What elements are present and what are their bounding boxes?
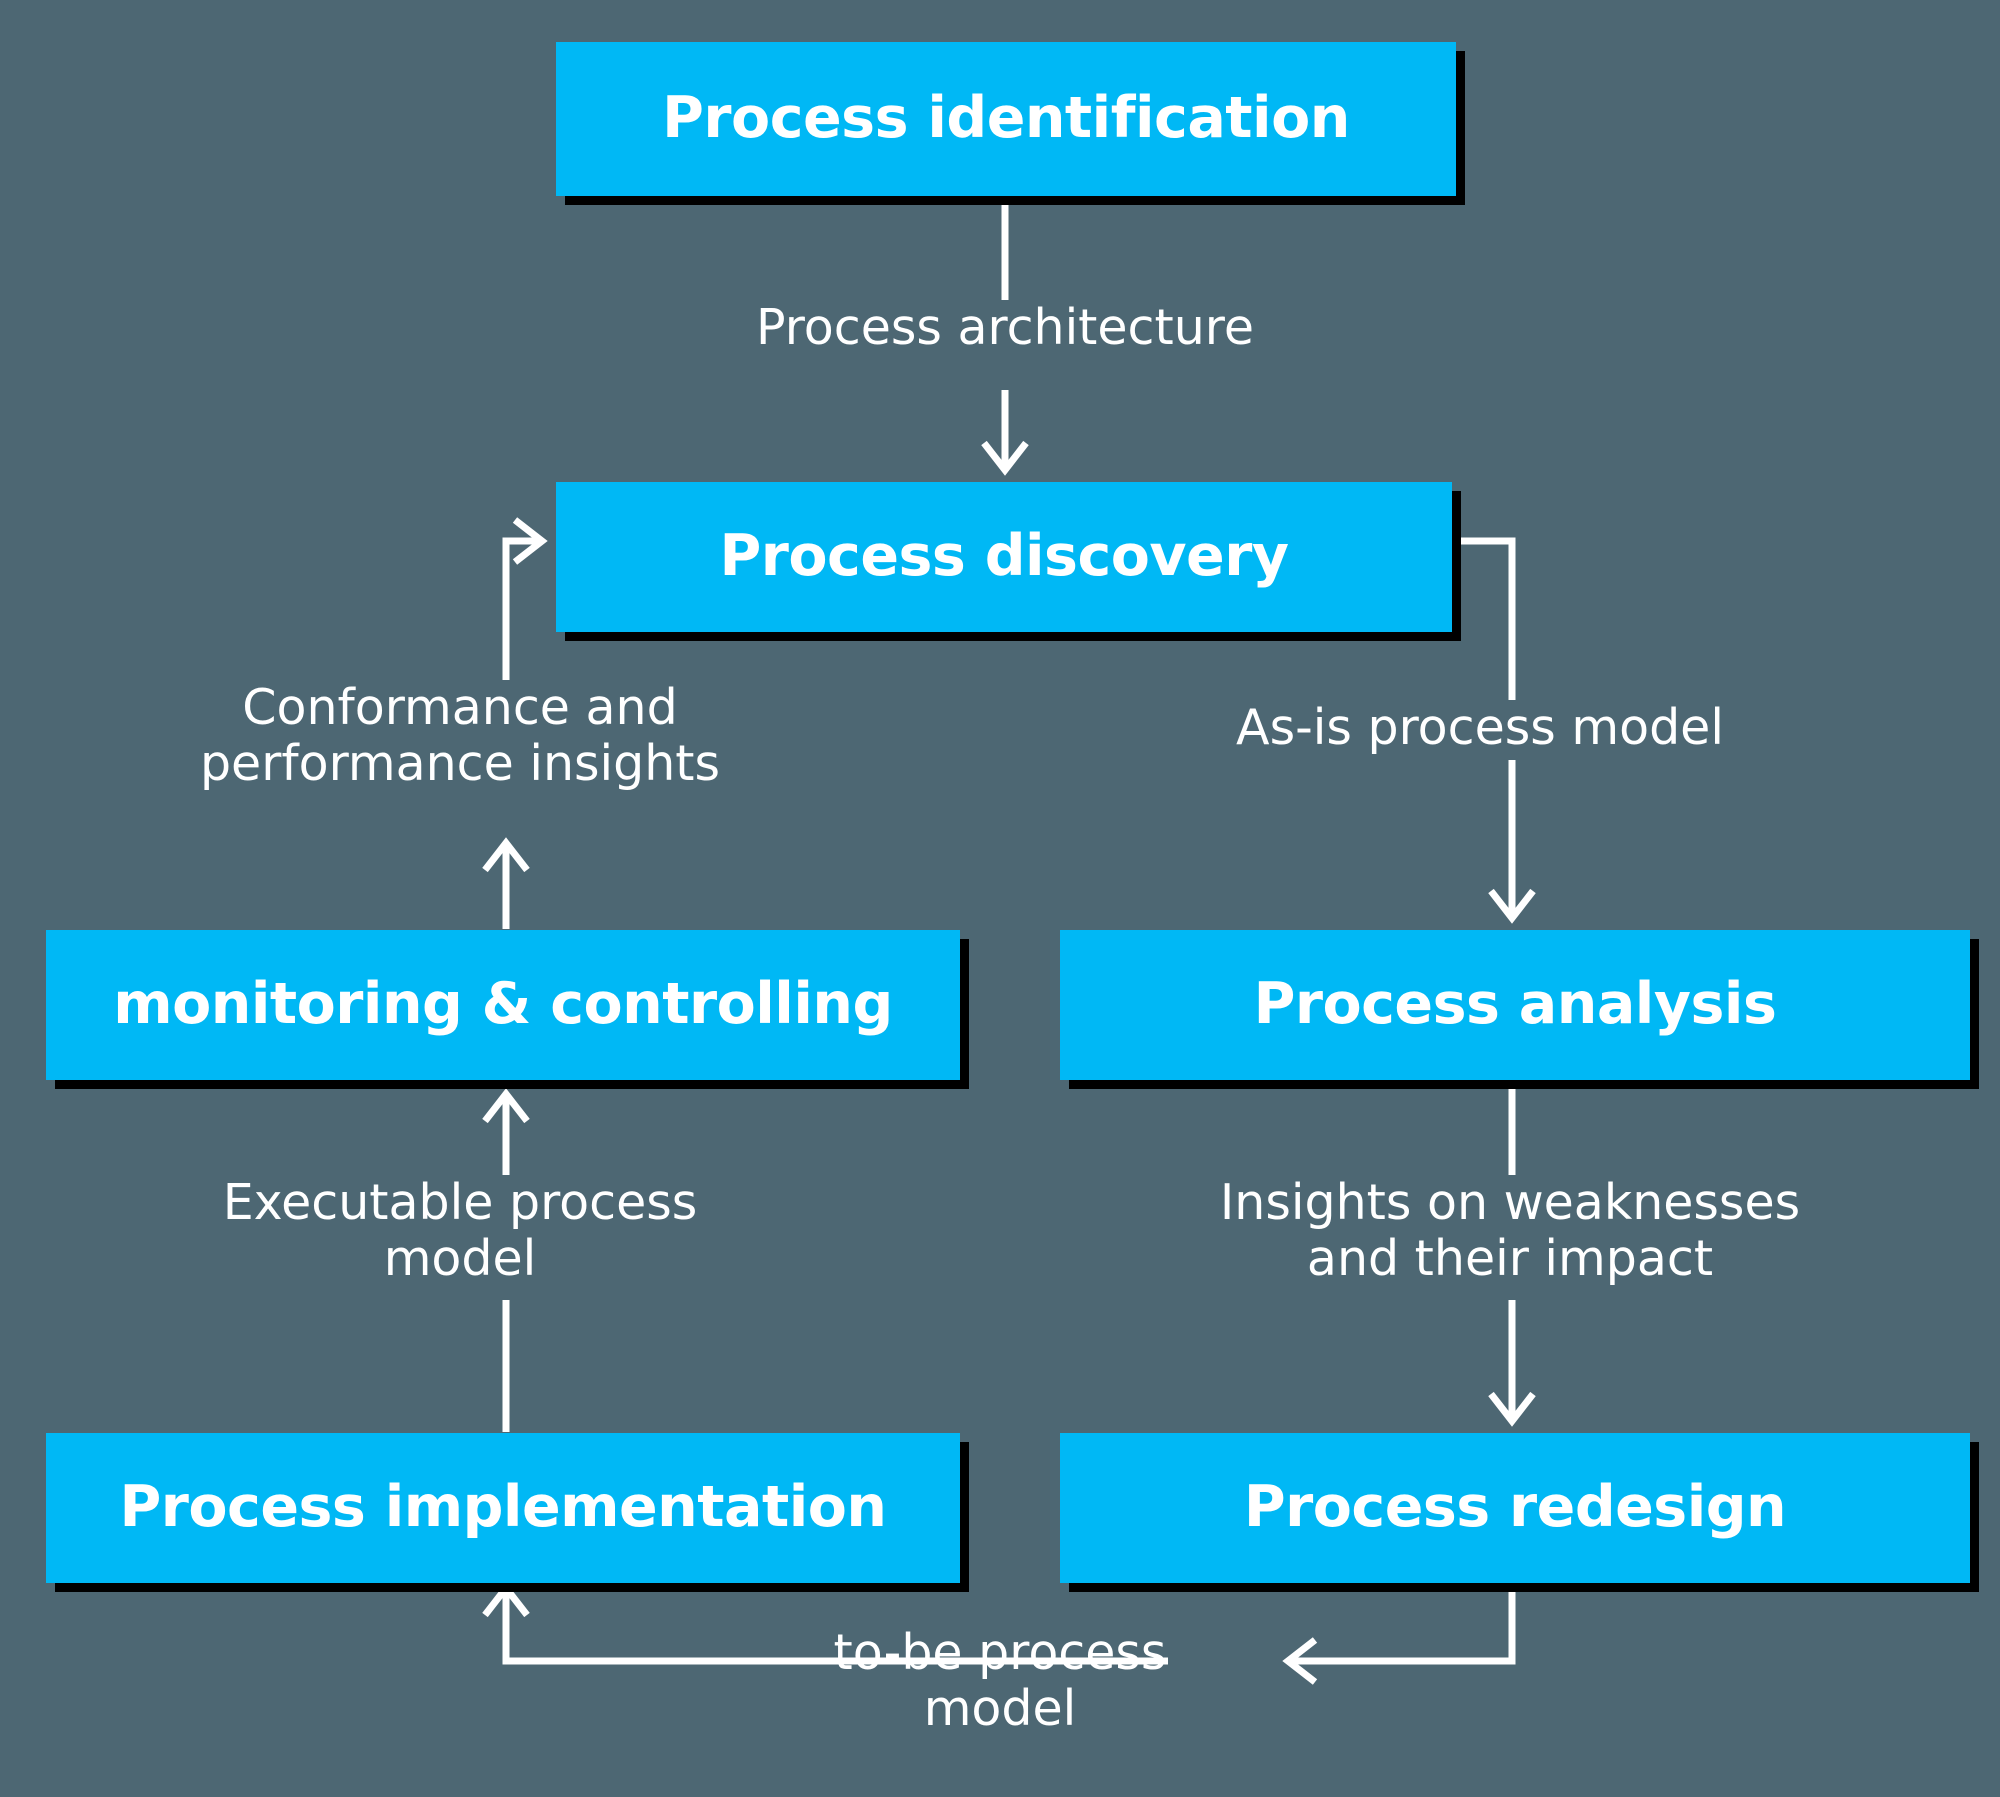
node-process-analysis[interactable]: Process analysis: [1060, 930, 1970, 1080]
edge-label-executable-process-model: Executable process model: [222, 1174, 698, 1287]
edge-label-as-is-process-model: As-is process model: [1236, 699, 1724, 756]
edge-label-to-be-process-model: to-be process model: [833, 1624, 1167, 1737]
node-monitoring-and-controlling[interactable]: monitoring & controlling: [46, 930, 960, 1080]
node-label-process-implementation: Process implementation: [119, 1474, 888, 1541]
node-process-redesign[interactable]: Process redesign: [1060, 1433, 1970, 1583]
node-label-process-discovery: Process discovery: [719, 523, 1290, 590]
node-label-process-redesign: Process redesign: [1243, 1474, 1787, 1541]
edge-label-conformance-and-performance-insights: Conformance and performance insights: [199, 679, 721, 792]
node-label-process-identification: Process identification: [662, 85, 1350, 152]
edge-label-insights-on-weaknesses: Insights on weaknesses and their impact: [1219, 1174, 1801, 1287]
node-process-discovery[interactable]: Process discovery: [556, 482, 1452, 632]
edge-label-process-architecture: Process architecture: [756, 299, 1254, 356]
node-process-identification[interactable]: Process identification: [556, 42, 1456, 196]
node-label-monitoring-and-controlling: monitoring & controlling: [113, 971, 893, 1038]
node-process-implementation[interactable]: Process implementation: [46, 1433, 960, 1583]
node-label-process-analysis: Process analysis: [1253, 971, 1777, 1038]
